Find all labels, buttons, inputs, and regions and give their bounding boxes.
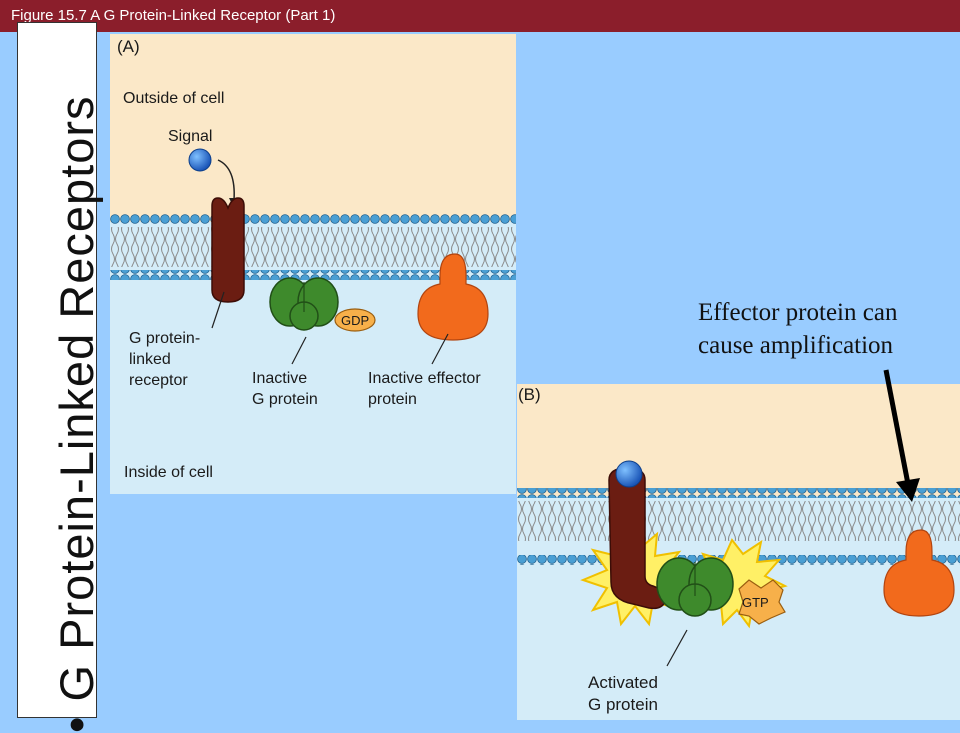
panel-a: (A) Outside of cell Signal G protein- li… [110,34,516,494]
gtp-label: GTP [742,595,769,610]
activated-g-protein-label: Activated G protein [588,673,658,714]
panel-a-diagram [110,34,516,494]
title-bar: Figure 15.7 A G Protein-Linked Receptor … [0,0,960,32]
lipid-tails-b [517,501,960,541]
inactive-effector-label: Inactive effector protein [368,370,481,408]
outer-lipid-heads [110,214,516,224]
panel-a-letter: (A) [117,37,140,56]
panel-b-letter: (B) [518,385,541,404]
inside-of-cell-label: Inside of cell [124,464,213,481]
vertical-heading: • G Protein-Linked Receptors [50,95,103,733]
activated-g-protein [656,557,734,617]
sidebar-title: G Protein-Linked Receptors [50,95,103,702]
sidebar-panel: • G Protein-Linked Receptors [17,22,103,733]
receptor-protein [211,197,245,303]
signal-label: Signal [168,128,213,145]
figure-title: Figure 15.7 A G Protein-Linked Receptor … [11,7,336,24]
inactive-effector-protein [417,253,489,341]
signal-molecule [188,148,212,172]
effector-protein [883,529,955,617]
inactive-g-protein [269,277,339,331]
extracellular-space [110,34,516,222]
amplification-annotation: Effector protein can cause amplification [698,299,898,359]
inactive-g-protein-label: Inactive G protein [252,370,318,408]
panel-b: (B) GTP Activated G protein [517,384,960,720]
gtp-molecule [738,579,786,625]
outside-of-cell-label: Outside of cell [123,90,225,107]
outer-lipid-heads-b [517,488,960,498]
gdp-molecule [334,308,376,332]
receptor-label: G protein- linked receptor [129,330,201,389]
panel-b-diagram [517,384,960,720]
bound-signal-molecule [615,460,643,488]
gdp-label: GDP [341,313,370,328]
extracellular-space-b [517,384,960,496]
bullet-glyph: • [50,715,103,733]
signal-arrow [217,159,235,201]
inner-lipid-heads [110,270,516,280]
